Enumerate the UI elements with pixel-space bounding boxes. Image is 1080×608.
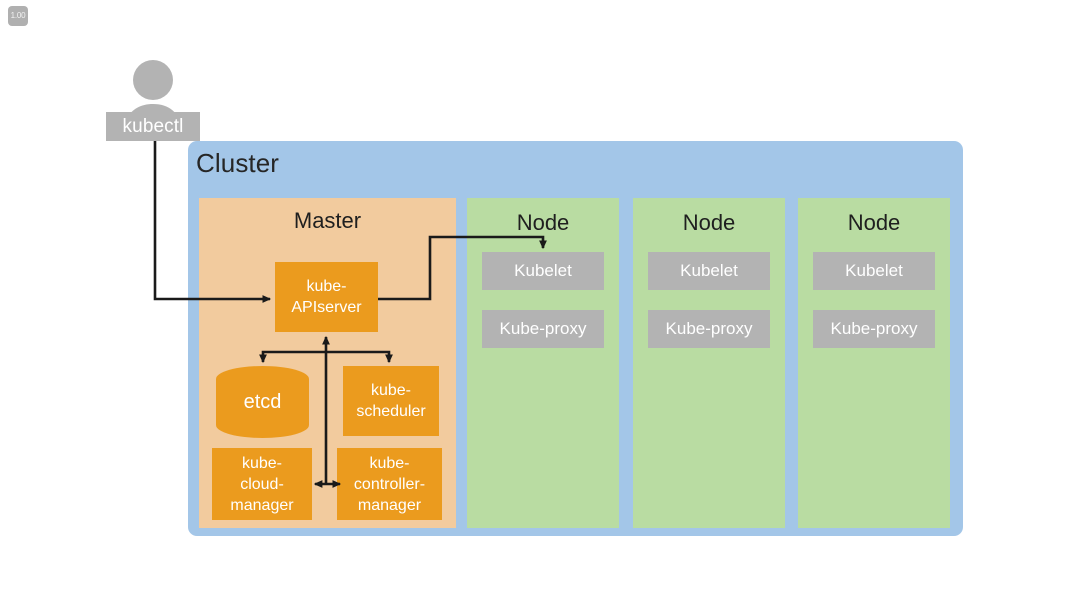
component-kube-proxy-1[interactable]: Kube-proxy xyxy=(482,310,604,348)
cluster-title: Cluster xyxy=(196,148,280,178)
component-kube-proxy-2[interactable]: Kube-proxy xyxy=(648,310,770,348)
component-kubelet-2[interactable]: Kubelet xyxy=(648,252,770,290)
node-panel-1: Node Kubelet Kube-proxy xyxy=(467,198,619,528)
master-title: Master xyxy=(293,208,362,233)
node-title-1: Node xyxy=(516,210,570,235)
node-title-2: Node xyxy=(682,210,736,235)
component-kube-cloud-manager[interactable]: kube- cloud- manager xyxy=(212,448,312,520)
zoom-level-badge: 1.00 xyxy=(8,6,28,26)
node-title-3: Node xyxy=(847,210,901,235)
node-panel-3: Node Kubelet Kube-proxy xyxy=(798,198,950,528)
node-panel-2: Node Kubelet Kube-proxy xyxy=(633,198,785,528)
component-kube-apiserver[interactable]: kube- APIserver xyxy=(275,262,378,332)
component-kube-proxy-3[interactable]: Kube-proxy xyxy=(813,310,935,348)
kubectl-label: kubectl xyxy=(106,112,200,141)
component-kubelet-3[interactable]: Kubelet xyxy=(813,252,935,290)
component-etcd[interactable]: etcd xyxy=(216,366,309,438)
component-kube-controller-manager[interactable]: kube- controller- manager xyxy=(337,448,442,520)
component-kubelet-1[interactable]: Kubelet xyxy=(482,252,604,290)
component-kube-scheduler[interactable]: kube- scheduler xyxy=(343,366,439,436)
